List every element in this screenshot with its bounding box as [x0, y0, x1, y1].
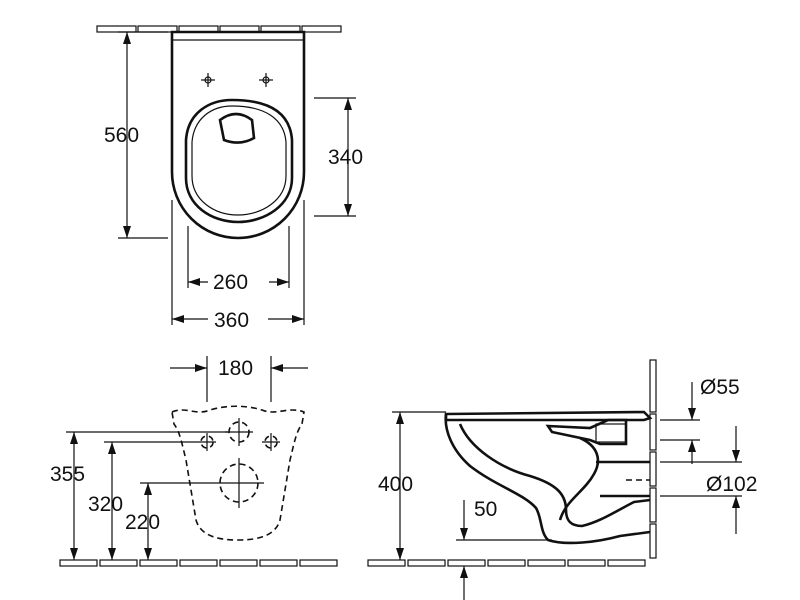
dimension-220: 220	[125, 482, 214, 560]
side-view-trap	[558, 436, 600, 521]
dimension-50-label: 50	[474, 498, 497, 521]
front-view-bowl-outline	[171, 405, 305, 541]
side-view-outlet	[596, 460, 650, 498]
dimension-260-label: 260	[213, 271, 248, 294]
side-view-floor	[367, 559, 646, 567]
dimension-400-label: 400	[378, 473, 413, 496]
front-view-inlet-circle	[225, 418, 253, 446]
dimension-400: 400	[378, 411, 446, 560]
dimension-260: 260	[187, 226, 290, 294]
side-view-bowl-inner	[458, 423, 651, 528]
top-view-fixing-mark-right	[259, 73, 273, 87]
dimension-180-label: 180	[218, 357, 253, 380]
front-view: 180 355 320 220	[50, 356, 338, 567]
top-view-seat-outline	[184, 98, 294, 224]
dimension-360-label: 360	[214, 309, 249, 332]
side-view-bowl-outer	[444, 413, 651, 545]
dimension-340: 340	[314, 97, 363, 217]
top-view-fixing-mark-left	[201, 73, 215, 87]
dimension-355-label: 355	[50, 463, 85, 486]
dimension-320-label: 320	[88, 493, 123, 516]
dimension-360: 360	[171, 200, 305, 332]
front-view-outlet-circle	[214, 458, 264, 508]
dimension-50: 50	[456, 498, 552, 600]
dimension-220-label: 220	[125, 511, 160, 534]
front-view-floor	[59, 559, 338, 567]
top-view: 560 340 260 360	[96, 25, 363, 332]
dimension-560: 560	[104, 31, 168, 239]
front-view-fixing-hole-left	[198, 433, 216, 451]
dimension-diameter-102: Ø102	[660, 426, 757, 534]
dimension-320: 320	[88, 441, 198, 560]
dimension-355: 355	[50, 431, 228, 560]
top-view-inner-outline	[191, 105, 287, 216]
side-view: 400 50 Ø55 Ø102	[367, 359, 757, 600]
dimension-560-label: 560	[104, 124, 139, 147]
dimension-180: 180	[170, 356, 308, 402]
dimension-diameter-102-label: Ø102	[706, 473, 757, 496]
dimension-diameter-55-label: Ø55	[700, 376, 740, 399]
dimension-diameter-55: Ø55	[660, 376, 740, 464]
top-view-bowl-outline	[170, 30, 306, 240]
front-view-fixing-hole-right	[262, 433, 280, 451]
side-view-wall	[649, 359, 657, 559]
dimension-340-label: 340	[328, 146, 363, 169]
top-view-flush-opening	[218, 112, 256, 144]
